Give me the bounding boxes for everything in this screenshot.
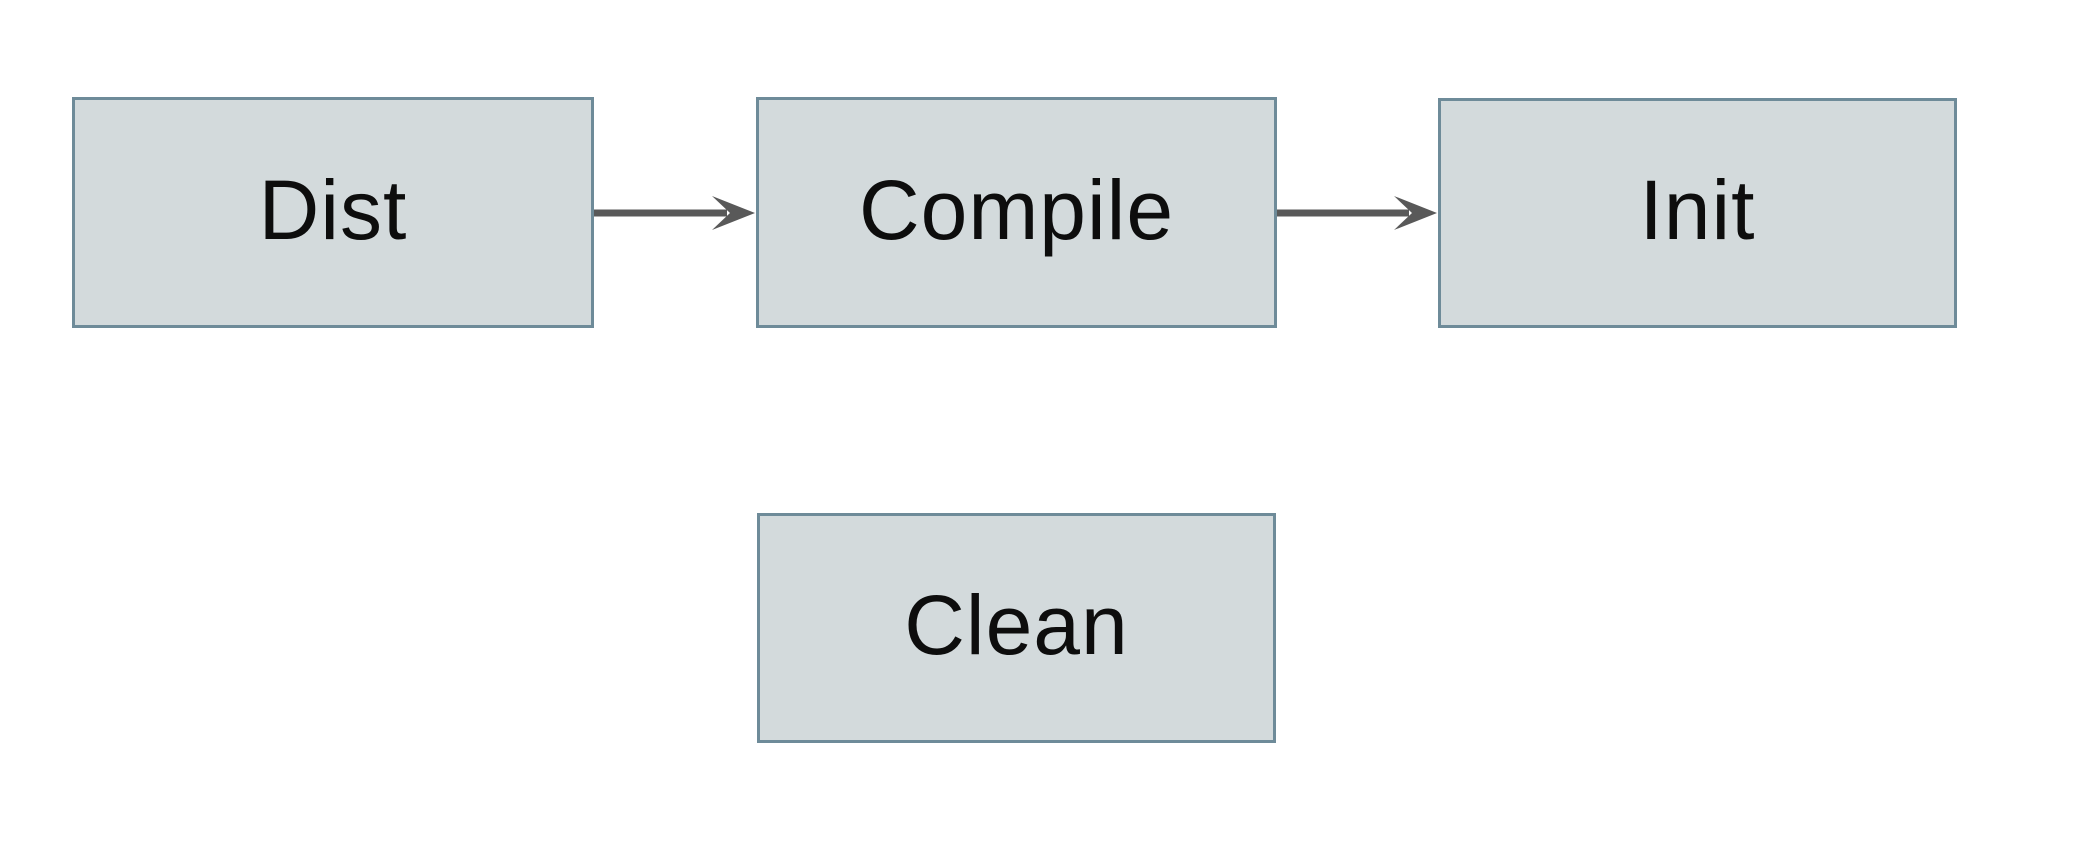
node-compile-label: Compile [858,162,1175,257]
arrow-compile-to-init [1277,196,1437,230]
node-init[interactable]: Init [1438,98,1957,328]
node-clean-label: Clean [904,578,1129,672]
arrowhead-right-icon [712,196,755,230]
arrow-dist-to-compile [594,196,755,230]
node-dist[interactable]: Dist [72,97,594,328]
node-clean[interactable]: Clean [757,513,1276,743]
node-dist-label: Dist [258,162,408,257]
arrowhead-right-icon [1394,196,1437,230]
node-compile[interactable]: Compile [756,97,1277,328]
node-init-label: Init [1639,163,1756,257]
